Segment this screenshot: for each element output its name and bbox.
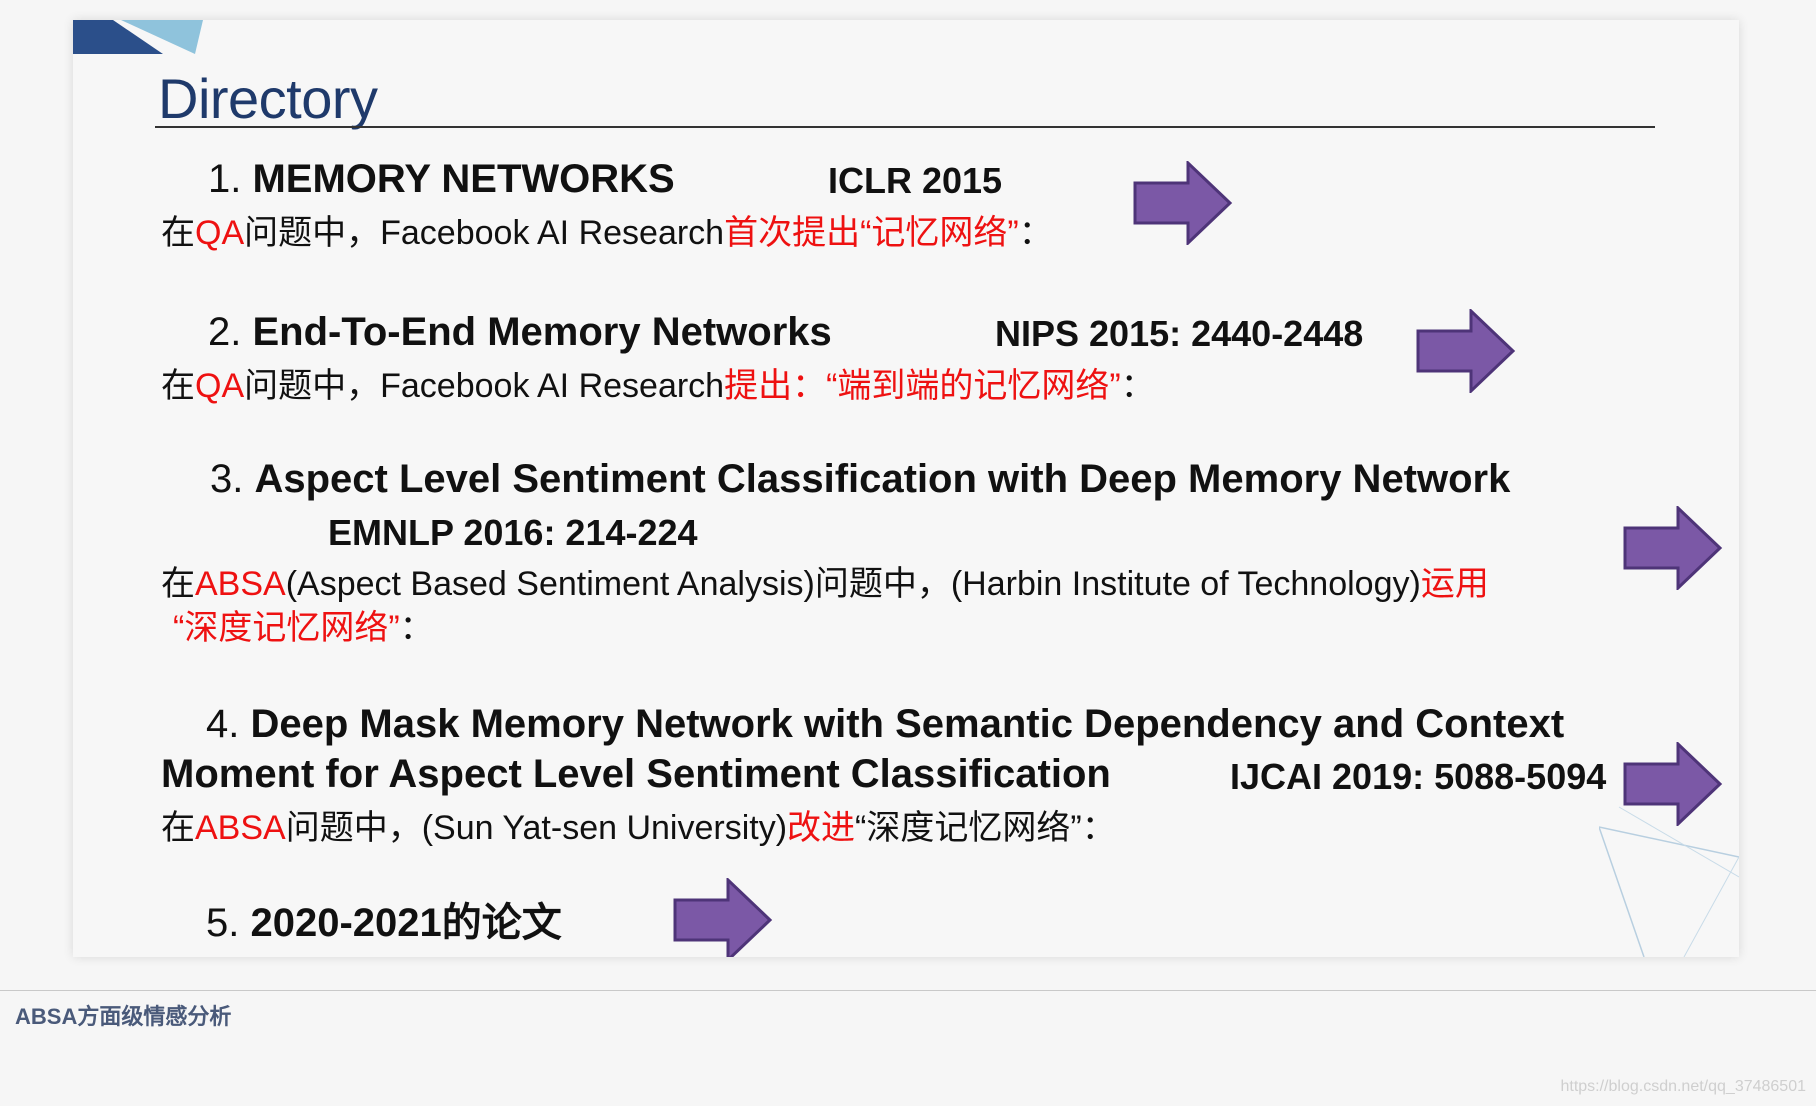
entry-number: 3.	[210, 457, 244, 501]
entry-2-description: 在QA问题中，Facebook AI Research提出：“端到端的记忆网络”…	[161, 358, 1155, 407]
entry-3-heading: 3. Aspect Level Sentiment Classification…	[210, 457, 1510, 502]
entry-2-venue: NIPS 2015: 2440-2448	[995, 313, 1364, 354]
entry-number: 5.	[206, 901, 240, 945]
desc-text: 在	[161, 214, 195, 252]
desc-highlight: ABSA	[195, 809, 286, 847]
entry-5-heading: 5. 2020-2021的论文	[206, 890, 562, 948]
desc-highlight: 改进	[787, 809, 856, 847]
entry-4-description: 在ABSA问题中，(Sun Yat-sen University)改进“深度记忆…	[161, 800, 1116, 849]
desc-highlight: 提出：“端到端的记忆网络”	[724, 367, 1121, 405]
desc-text: 在	[161, 565, 195, 603]
entry-number: 4.	[206, 702, 240, 746]
entry-4-heading-line2: Moment for Aspect Level Sentiment Classi…	[161, 752, 1111, 797]
watermark: https://blog.csdn.net/qq_37486501	[1560, 1078, 1806, 1095]
entry-1-venue: ICLR 2015	[828, 160, 1003, 201]
entry-title: Moment for Aspect Level Sentiment Classi…	[161, 752, 1111, 796]
desc-highlight: QA	[195, 214, 245, 252]
footer-label: ABSA方面级情感分析	[15, 1004, 232, 1029]
corner-decoration-icon	[73, 20, 203, 54]
desc-text: ：	[1120, 367, 1155, 405]
slide-title: Directory	[158, 67, 378, 130]
right-arrow-icon[interactable]	[1623, 742, 1723, 826]
desc-highlight: 首次提出“记忆网络”	[724, 214, 1019, 252]
desc-text: ：	[1018, 214, 1053, 252]
entry-number: 2.	[208, 310, 242, 354]
right-arrow-icon[interactable]	[1133, 161, 1233, 245]
desc-text: 问题中，Facebook AI Research	[244, 367, 725, 405]
desc-text: “深度记忆网络”：	[855, 809, 1116, 847]
entry-title: Aspect Level Sentiment Classification wi…	[254, 457, 1511, 501]
desc-text: 问题中，Facebook AI Research	[244, 214, 725, 252]
desc-highlight: ABSA	[195, 565, 286, 603]
entry-3-description-cont: “深度记忆网络”：	[173, 600, 434, 649]
entry-2-heading: 2. End-To-End Memory Networks	[208, 310, 832, 355]
desc-highlight: QA	[195, 367, 245, 405]
entry-title: MEMORY NETWORKS	[252, 157, 675, 201]
entry-3-venue: EMNLP 2016: 214-224	[328, 512, 698, 553]
right-arrow-icon[interactable]	[1416, 309, 1516, 393]
desc-text: (Aspect Based Sentiment Analysis)问题中，(Ha…	[285, 565, 1421, 603]
footer-divider	[0, 990, 1816, 991]
entry-4-heading: 4. Deep Mask Memory Network with Semanti…	[206, 702, 1564, 747]
entry-title: 2020-2021的论文	[250, 901, 562, 945]
desc-highlight: “深度记忆网络”	[173, 609, 400, 647]
title-divider	[155, 126, 1655, 128]
line-decoration-icon	[1599, 806, 1739, 957]
right-arrow-icon[interactable]	[673, 878, 773, 957]
entry-title: Deep Mask Memory Network with Semantic D…	[250, 702, 1565, 746]
entry-4-venue: IJCAI 2019: 5088-5094	[1230, 756, 1607, 797]
entry-3-description: 在ABSA(Aspect Based Sentiment Analysis)问题…	[161, 556, 1489, 605]
desc-text: 问题中，(Sun Yat-sen University)	[285, 809, 788, 847]
desc-highlight: 运用	[1420, 565, 1489, 603]
desc-text: 在	[161, 367, 195, 405]
entry-1-description: 在QA问题中，Facebook AI Research首次提出“记忆网络”：	[161, 205, 1053, 254]
slide: Directory 1. MEMORY NETWORKS ICLR 2015 在…	[73, 20, 1739, 957]
desc-text: 在	[161, 809, 195, 847]
entry-title: End-To-End Memory Networks	[252, 310, 832, 354]
entry-1-heading: 1. MEMORY NETWORKS	[208, 157, 675, 202]
desc-text: ：	[399, 609, 434, 647]
right-arrow-icon[interactable]	[1623, 506, 1723, 590]
entry-number: 1.	[208, 157, 242, 201]
